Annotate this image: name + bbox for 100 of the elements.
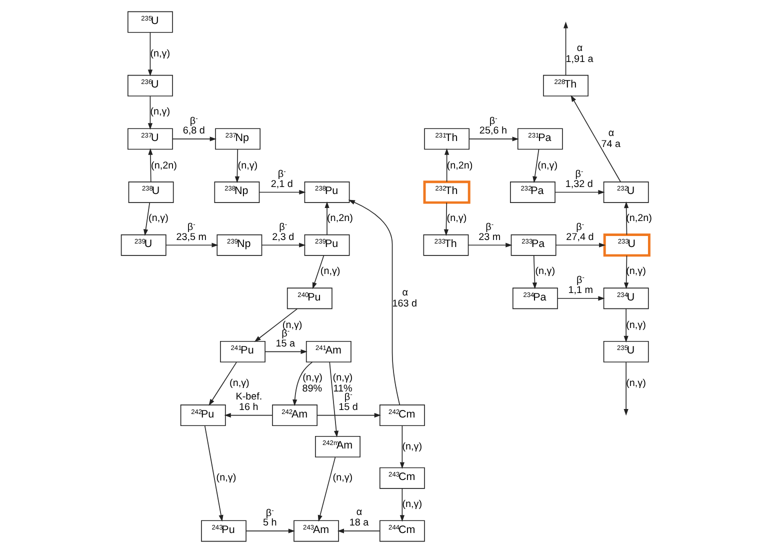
node-box: $^{237}$U xyxy=(128,128,173,150)
node-box: $^{233}$Pa xyxy=(510,234,556,256)
edge-label: (n,γ) xyxy=(216,472,236,484)
arrow xyxy=(624,255,629,290)
arrow xyxy=(348,200,400,406)
arrow xyxy=(444,202,449,236)
node-box: $^{228}$Th xyxy=(543,74,588,96)
arrow xyxy=(292,362,313,406)
arrow xyxy=(554,190,605,195)
arrow xyxy=(224,412,273,418)
node-box: $^{238}$U xyxy=(128,182,174,203)
node-box: $^{239}$Pu xyxy=(304,234,350,256)
edge-label: (n,γ) xyxy=(320,266,340,278)
arrow xyxy=(254,308,298,342)
arrow xyxy=(208,362,237,406)
arrow xyxy=(570,95,621,182)
node-box: $^{233}$U xyxy=(603,234,650,257)
edge-label: β$^{-}$ 23,5 m xyxy=(176,221,207,243)
edge-label: β$^{-}$ 5 h xyxy=(262,507,277,529)
arrow xyxy=(204,425,224,522)
node-box: $^{232}$Pa xyxy=(510,182,556,203)
edge-label: β$^{-}$ 2,3 d xyxy=(272,221,294,243)
edge-label: (n,γ) xyxy=(150,48,170,60)
arrow xyxy=(444,148,450,182)
node-box: $^{243}$Pu xyxy=(201,520,246,542)
arrow xyxy=(148,32,153,76)
arrow xyxy=(148,148,153,182)
arrow xyxy=(259,190,306,195)
arrow xyxy=(143,202,150,236)
edge-label: (n,γ) xyxy=(626,378,646,390)
arrow xyxy=(400,425,405,469)
edge-label: (n,γ) xyxy=(402,441,422,452)
node-box: $^{231}$Th xyxy=(424,128,470,150)
node-box: $^{232}$Th xyxy=(423,180,470,204)
edge-label: β$^{-}$ 25,6 h xyxy=(479,115,507,137)
node-box: $^{242m}$Am xyxy=(315,436,360,458)
arrow xyxy=(337,528,380,534)
node-box: $^{243}$Am xyxy=(294,520,339,542)
edge-label: α 18 a xyxy=(349,506,369,529)
arrow xyxy=(624,362,628,416)
edge-label: (n,γ) xyxy=(535,266,556,278)
arrow xyxy=(556,242,606,248)
arrow xyxy=(148,96,153,130)
node-box: $^{242}$Pu xyxy=(180,404,226,426)
edge-label: β$^{-}$ 27,4 d xyxy=(566,221,594,243)
edge-label: β$^{-}$ 2,1 d xyxy=(270,168,293,190)
edge-label: (n,γ) xyxy=(282,320,302,331)
arrow xyxy=(468,242,512,248)
node-box: $^{239}$U xyxy=(120,234,166,256)
node-box: $^{239}$Np xyxy=(216,234,262,256)
node-box: $^{236}$U xyxy=(128,74,173,96)
node-box: $^{242}$Am xyxy=(272,404,318,426)
arrow xyxy=(563,22,568,76)
node-box: $^{238}$Pu xyxy=(304,182,350,203)
arrow xyxy=(329,362,339,438)
arrow xyxy=(468,136,519,142)
edge-label: (n,2n) xyxy=(446,160,473,172)
node-box: $^{234}$U xyxy=(603,288,649,310)
edge-label: β$^{-}$ 1,32 d xyxy=(565,168,593,190)
edge-label: (n,γ) xyxy=(626,320,646,331)
edge-label: β$^{-}$ 15 d xyxy=(338,392,358,414)
edge-label: (n,γ) xyxy=(446,213,467,224)
arrow xyxy=(557,296,605,301)
arrow xyxy=(532,149,540,183)
edge-label: (n,γ) xyxy=(238,160,258,172)
arrow xyxy=(318,456,336,522)
arrow xyxy=(532,255,538,290)
edge-label: (n,2n) xyxy=(327,213,353,224)
arrow xyxy=(312,255,324,290)
node-box: $^{238}$Np xyxy=(214,182,260,203)
edge-label: α 163 d xyxy=(392,288,418,310)
node-box: $^{235}$U xyxy=(128,11,173,33)
node-box: $^{232}$U xyxy=(603,182,649,203)
arrow xyxy=(234,149,240,183)
edge-label: β$^{-}$ 23 m xyxy=(478,221,501,243)
node-box: $^{233}$Th xyxy=(423,234,469,256)
edge-label: K-bef. 16 h xyxy=(236,391,262,414)
arrow xyxy=(172,136,216,142)
arrow xyxy=(624,201,629,236)
node-box: $^{231}$Pa xyxy=(517,128,563,150)
edge-label: (n,2n) xyxy=(151,160,177,172)
edge-label: β$^{-}$ 1,1 m xyxy=(568,274,594,296)
node-box: $^{244}$Cm xyxy=(379,520,425,542)
node-box: $^{235}$U xyxy=(603,340,649,362)
arrow xyxy=(261,242,306,248)
edge-label: (n,γ) xyxy=(332,472,353,484)
edge-label: β$^{-}$ 6,8 d xyxy=(182,115,205,137)
edge-label: (n,γ) xyxy=(402,499,422,510)
node-box: $^{243}$Cm xyxy=(379,467,425,489)
arrow xyxy=(166,242,218,248)
edge-label: α 1,91 a xyxy=(566,43,594,65)
edge-label: (n,γ) xyxy=(230,378,250,390)
node-box: $^{241}$Am xyxy=(306,340,352,362)
edge-label: α 74 a xyxy=(601,128,621,150)
node-box: $^{241}$Pu xyxy=(220,340,266,362)
edge-label: (n,γ) 89% xyxy=(302,372,322,394)
arrow xyxy=(624,308,628,342)
arrow xyxy=(264,349,308,354)
arrow xyxy=(400,488,405,522)
node-box: $^{242}$Cm xyxy=(379,404,425,426)
